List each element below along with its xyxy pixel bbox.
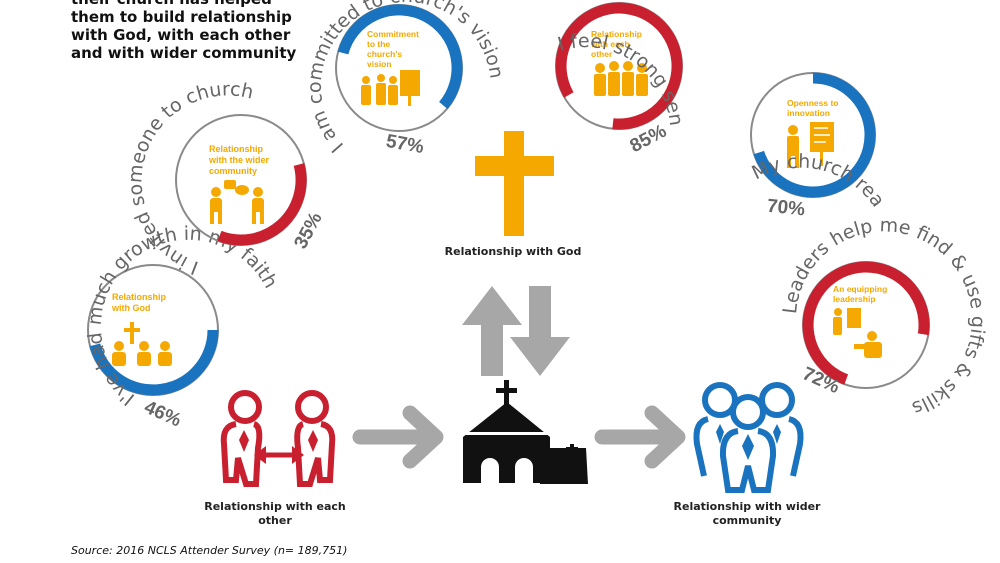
community-people-icon xyxy=(693,382,804,493)
inner-label-line: Commitment xyxy=(367,29,419,39)
inner-label-line: church's xyxy=(367,49,402,59)
percent-arc xyxy=(753,72,876,198)
inner-label-line: community xyxy=(209,166,257,176)
inner-label-line: with each xyxy=(590,39,630,49)
inner-label-line: Relationship xyxy=(112,292,167,302)
double-arrow-icon xyxy=(239,430,318,464)
stat-leaders: An equipping leadership Leaders help me … xyxy=(779,214,989,419)
two-people-icon xyxy=(220,390,336,487)
percent-arc xyxy=(555,2,683,130)
percent-arc xyxy=(337,4,463,109)
source-note: Source: 2016 NCLS Attender Survey (n= 18… xyxy=(71,544,348,557)
inner-label-line: to the xyxy=(367,39,390,49)
inner-label-line: vision xyxy=(367,59,392,69)
god-label: Relationship with God xyxy=(444,245,582,258)
conversation-icon xyxy=(210,180,264,224)
intro-text: their church has helped them to build re… xyxy=(71,0,297,62)
inner-label-line: with the wider xyxy=(208,155,270,165)
inner-label: Relationship with each other xyxy=(590,29,644,59)
right-arrow-icon xyxy=(594,405,686,469)
ties xyxy=(716,424,781,460)
wider-community-label: Relationship with wider community xyxy=(673,500,821,527)
inner-label: An equipping leadership xyxy=(833,284,890,304)
percent-arc xyxy=(802,261,930,385)
church-windows xyxy=(466,432,548,483)
inner-label-line: Relationship xyxy=(591,29,642,39)
whiteboard-icon xyxy=(787,122,834,168)
inner-label-line: leadership xyxy=(833,294,876,304)
inner-label-line: An equipping xyxy=(833,284,887,294)
right-arrow-icon xyxy=(352,405,444,469)
each-other-label: Relationship with each other xyxy=(204,500,346,527)
up-down-arrows-icon xyxy=(462,286,570,376)
inner-label-line: other xyxy=(591,49,613,59)
percent-arc xyxy=(89,329,219,396)
percent-label: 70% xyxy=(766,196,806,221)
percent-arc xyxy=(217,163,307,246)
inner-label-line: with God xyxy=(111,303,151,313)
inner-label: Commitment to the church's vision xyxy=(367,29,421,69)
inner-label: Openness to innovation xyxy=(787,98,841,118)
mentoring-icon xyxy=(833,308,882,358)
inner-label: Relationship with God xyxy=(111,292,169,313)
inner-label-line: Openness to xyxy=(787,98,838,108)
kneeling-prayer-icon xyxy=(112,322,172,366)
inner-label-line: Relationship xyxy=(209,144,264,154)
group-icon xyxy=(594,61,648,96)
cross-icon xyxy=(475,131,554,236)
inner-label: Relationship with the wider community xyxy=(208,144,272,176)
inner-label-line: innovation xyxy=(787,108,830,118)
whiteboard-lines xyxy=(814,127,830,143)
percent-label: 46% xyxy=(141,397,184,432)
percent-label: 57% xyxy=(384,131,425,158)
presentation-icon xyxy=(361,70,420,106)
